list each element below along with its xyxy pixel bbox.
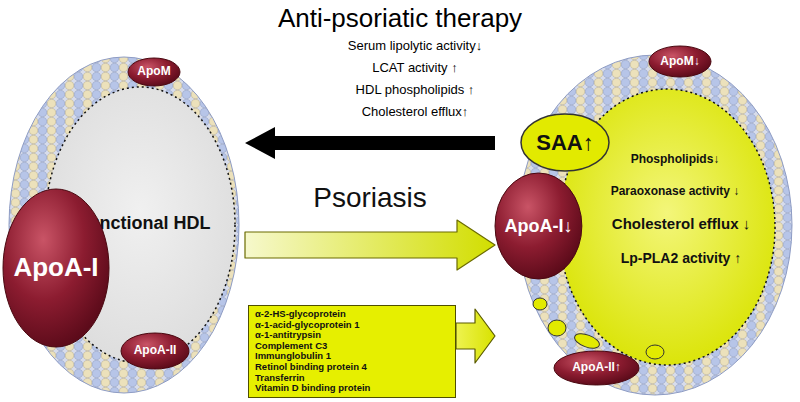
protein-item: α-1-acid-glycoprotein 1 — [255, 320, 449, 331]
protein-name: ApoA-I↓ — [505, 216, 573, 237]
therapy-effect: Cholesterol efflux↑ — [362, 105, 469, 120]
protein-item: Vitamin D binding protein — [255, 383, 449, 394]
protein-item: Complement C3 — [255, 341, 449, 352]
arrow-label: Psoriasis — [313, 182, 427, 214]
hdl-particle: Phospholipids↓ Paraoxonase activity ↓ Chol… — [495, 42, 797, 400]
protein-name: ApoA-II — [134, 344, 177, 358]
psoriasis-arrow — [245, 220, 495, 270]
protein-item: α-1-antitrypsin — [255, 330, 449, 341]
protein-name: ApoM↓ — [660, 55, 699, 69]
protein-name: SAA↑ — [536, 130, 593, 155]
particle-text: Lp-PLA2 activity ↑ — [621, 250, 742, 266]
apolipoprotein-ellipse: ApoM — [127, 57, 181, 87]
particle-text: Cholesterol efflux ↓ — [612, 215, 750, 232]
protein-item: Immunglobulin 1 — [255, 351, 449, 362]
apolipoprotein-ellipse: ApoA-II — [120, 332, 190, 370]
protein-arrow — [456, 309, 495, 363]
saa-ellipse: SAA↑ — [520, 113, 610, 172]
therapy-effect: HDL phospholipids ↑ — [356, 83, 475, 98]
protein-list-box: α-2-HS-glycoproteinα-1-acid-glycoprotein… — [248, 305, 456, 398]
hdl-particle: Functional HDLApoMApoA-IApoA-II — [2, 45, 245, 400]
protein-item: Retinol binding protein 4 — [255, 362, 449, 373]
protein-item: Transferrin — [255, 373, 449, 384]
apolipoprotein-ellipse: ApoA-I↓ — [494, 172, 583, 280]
therapy-arrow — [245, 127, 495, 159]
protein-name: ApoM — [137, 65, 170, 79]
therapy-effect: Serum lipolytic activity↓ — [348, 39, 482, 54]
therapy-effect: LCAT activity ↑ — [372, 61, 457, 76]
protein-name: ApoA-II↑ — [572, 361, 621, 375]
protein-item: α-2-HS-glycoprotein — [255, 309, 449, 320]
particle-text: Phospholipids↓ — [631, 153, 720, 167]
apolipoprotein-ellipse: ApoA-I — [2, 188, 110, 348]
protein-name: ApoA-I — [13, 253, 98, 283]
apolipoprotein-ellipse: ApoA-II↑ — [553, 350, 640, 386]
therapy-heading: Anti-psoriatic therapy — [278, 4, 522, 34]
particle-text: Paraoxonase activity ↓ — [611, 185, 740, 199]
apolipoprotein-ellipse: ApoM↓ — [648, 45, 712, 78]
